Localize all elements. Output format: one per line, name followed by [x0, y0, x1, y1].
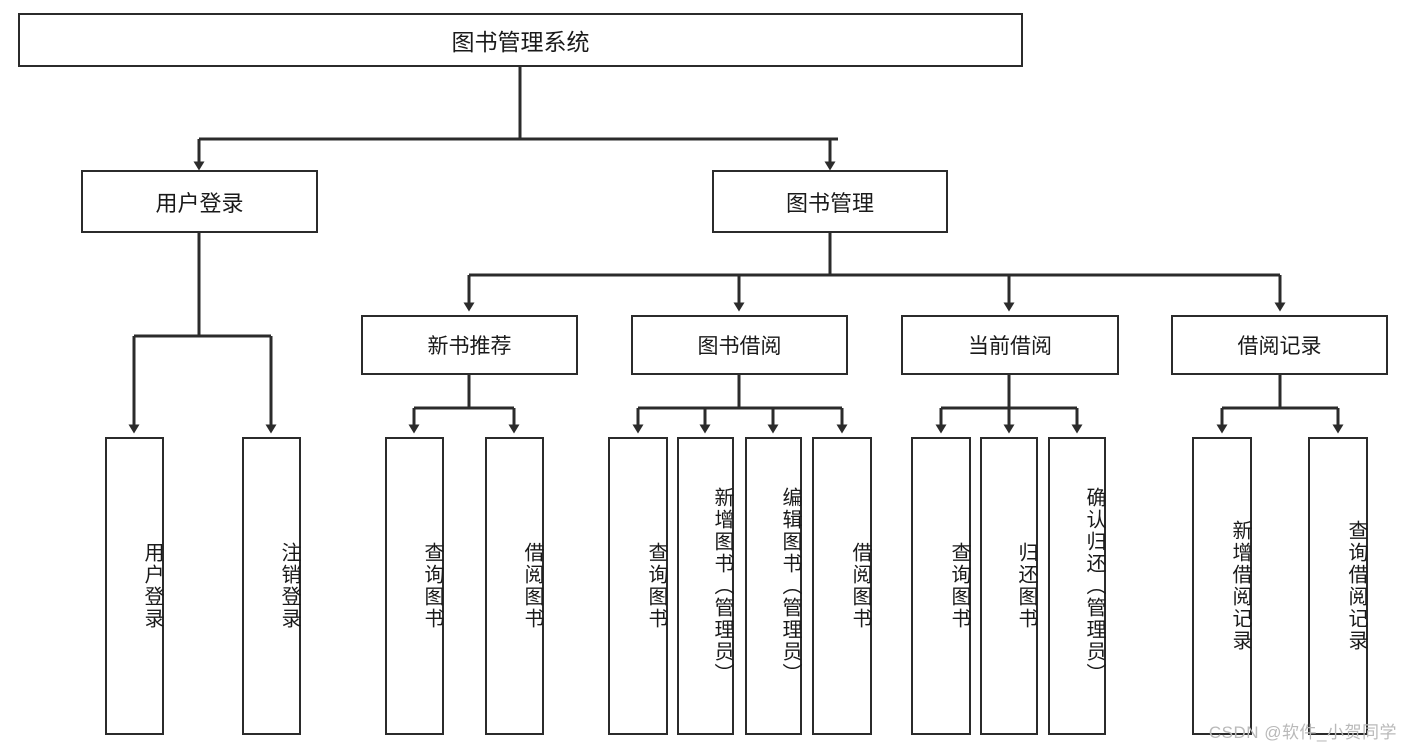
node-book-management[interactable]: 图书管理: [712, 170, 948, 233]
leaf-book-borrow-add[interactable]: 新增图书（管理员）: [677, 437, 734, 735]
leaf-book-borrow-query-label: 查询图书: [645, 542, 667, 630]
leaf-current-borrow-return-label: 归还图书: [1015, 542, 1037, 630]
node-new-book-recommend[interactable]: 新书推荐: [361, 315, 578, 375]
node-borrow-record[interactable]: 借阅记录: [1171, 315, 1388, 375]
leaf-current-borrow-query-label: 查询图书: [948, 542, 970, 630]
leaf-new-book-query-label: 查询图书: [421, 542, 443, 630]
node-user-login[interactable]: 用户登录: [81, 170, 318, 233]
leaf-new-book-borrow-label: 借阅图书: [521, 542, 543, 630]
node-current-borrow[interactable]: 当前借阅: [901, 315, 1119, 375]
leaf-user-login-login-label: 用户登录: [141, 542, 163, 630]
leaf-current-borrow-query[interactable]: 查询图书: [911, 437, 971, 735]
leaf-borrow-record-query[interactable]: 查询借阅记录: [1308, 437, 1368, 735]
leaf-current-borrow-confirm-label: 确认归还（管理员）: [1083, 487, 1105, 685]
leaf-user-login-logout[interactable]: 注销登录: [242, 437, 301, 735]
leaf-user-login-logout-label: 注销登录: [278, 542, 300, 630]
node-book-management-label: 图书管理: [785, 190, 874, 216]
node-root-label: 图书管理系统: [451, 29, 590, 55]
leaf-borrow-record-add-label: 新增借阅记录: [1229, 520, 1251, 652]
leaf-current-borrow-confirm[interactable]: 确认归还（管理员）: [1048, 437, 1106, 735]
leaf-current-borrow-return[interactable]: 归还图书: [980, 437, 1038, 735]
node-user-login-label: 用户登录: [155, 190, 244, 216]
csdn-watermark: CSDN @软件_小贺同学: [1208, 723, 1397, 742]
leaf-book-borrow-edit-label: 编辑图书（管理员）: [779, 487, 801, 685]
node-root-system[interactable]: 图书管理系统: [18, 13, 1023, 67]
node-book-borrow[interactable]: 图书借阅: [631, 315, 848, 375]
leaf-book-borrow-query[interactable]: 查询图书: [608, 437, 668, 735]
leaf-borrow-record-add[interactable]: 新增借阅记录: [1192, 437, 1252, 735]
leaf-book-borrow-add-label: 新增图书（管理员）: [711, 487, 733, 685]
leaf-borrow-record-query-label: 查询借阅记录: [1345, 520, 1367, 652]
node-new-book-recommend-label: 新书推荐: [427, 335, 512, 358]
leaf-new-book-query[interactable]: 查询图书: [385, 437, 444, 735]
leaf-book-borrow-borrow-label: 借阅图书: [849, 542, 871, 630]
node-book-borrow-label: 图书借阅: [697, 335, 782, 358]
leaf-new-book-borrow[interactable]: 借阅图书: [485, 437, 544, 735]
leaf-book-borrow-borrow[interactable]: 借阅图书: [812, 437, 872, 735]
leaf-user-login-login[interactable]: 用户登录: [105, 437, 164, 735]
node-borrow-record-label: 借阅记录: [1237, 335, 1322, 358]
node-current-borrow-label: 当前借阅: [968, 335, 1052, 358]
leaf-book-borrow-edit[interactable]: 编辑图书（管理员）: [745, 437, 802, 735]
